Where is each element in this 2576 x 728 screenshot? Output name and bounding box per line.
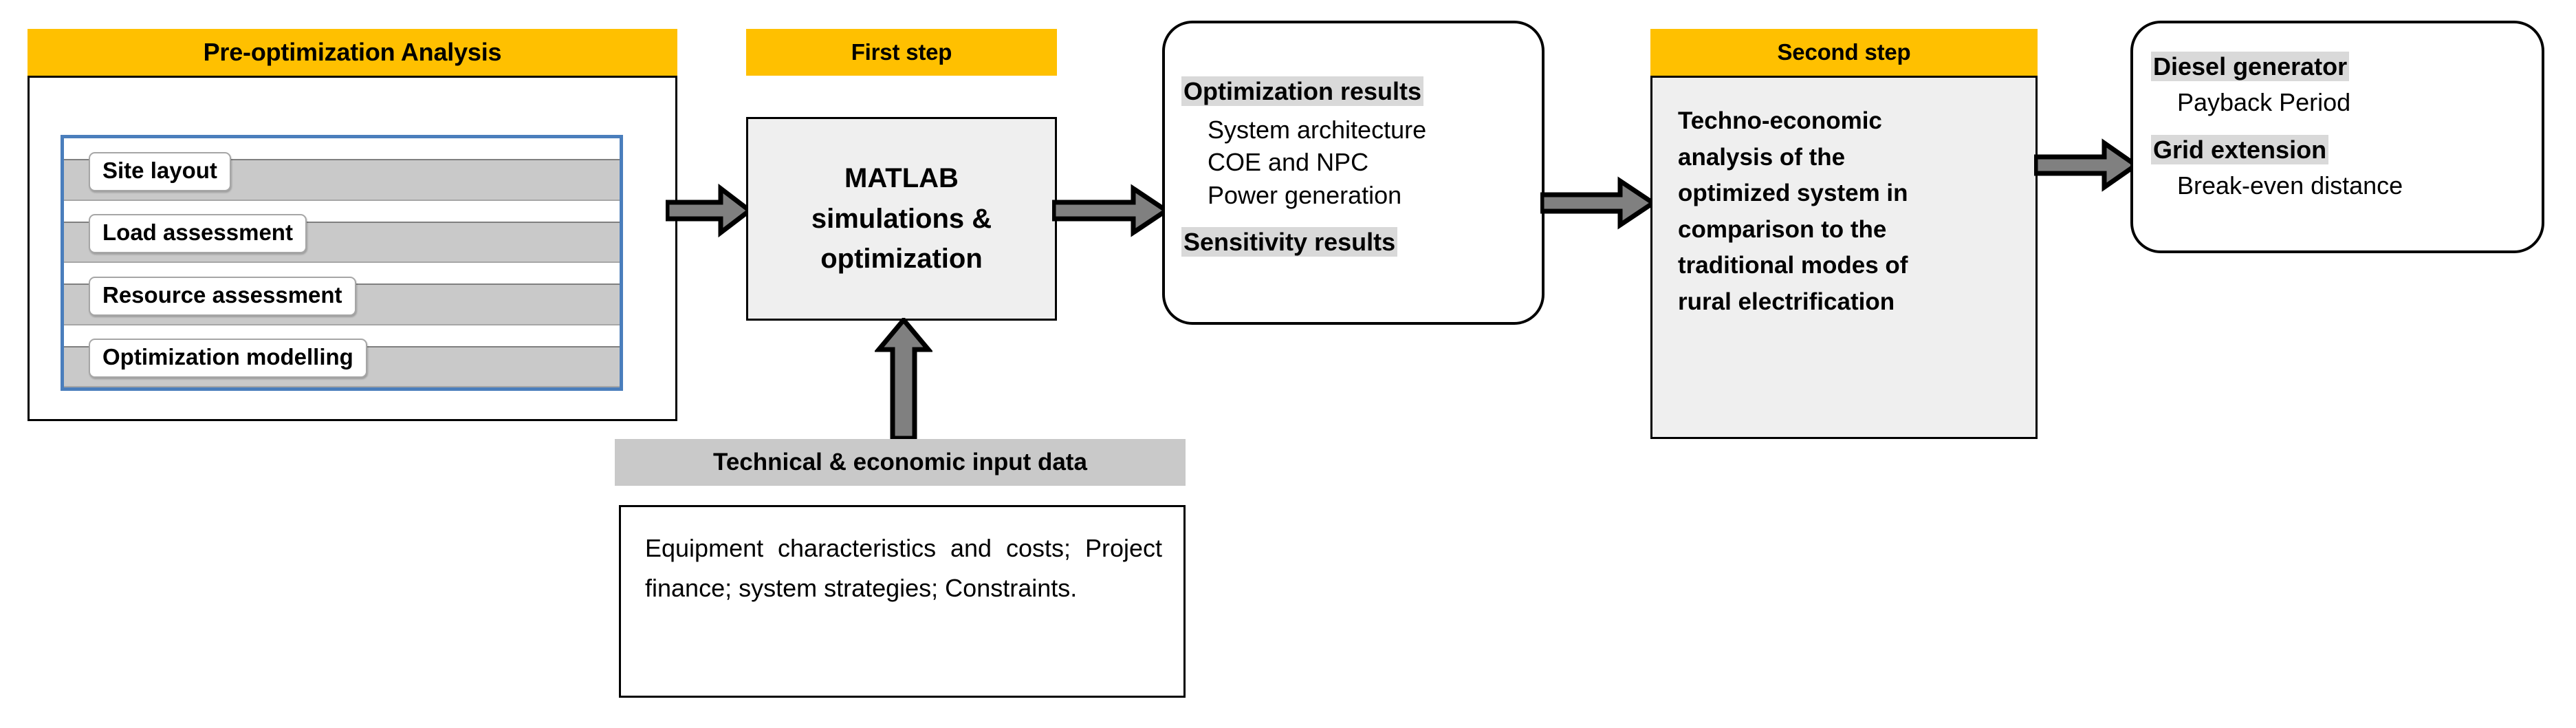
stage3-bullet: System architecture [1208, 115, 1427, 144]
stage3-heading-1-label: Optimization results [1181, 76, 1424, 106]
list-item-label: Load assessment [89, 214, 307, 253]
stage4-body-line-1: Techno-economic [1678, 107, 1882, 134]
arrow-stage3-to-stage4 [1540, 175, 1656, 231]
list-item[interactable]: Resource assessment [64, 263, 620, 325]
stage3-content: Optimization results System architecture… [1181, 76, 1532, 259]
stage5-heading-2: Grid extension [2151, 134, 2536, 167]
stage3-bullet: Power generation [1208, 180, 1402, 209]
stage2-header-band: First step [746, 29, 1057, 76]
stage5-content: Diesel generator Payback Period Grid ext… [2151, 51, 2536, 203]
list-item-label: Site layout [89, 151, 231, 191]
inputdata-header-band: Technical & economic input data [615, 439, 1186, 486]
stage3-bullet-list: System architecture COE and NPC Power ge… [1181, 114, 1532, 212]
stage2-body-line-2: simulations & [811, 203, 992, 234]
arrow-stage2-to-stage3 [1052, 183, 1169, 238]
stage4-body-line-4: comparison to the [1678, 215, 1887, 243]
stage3-heading-2: Sensitivity results [1181, 226, 1532, 259]
stage4-header-label: Second step [1777, 39, 1911, 65]
arrow-stage1-to-stage2 [666, 183, 752, 238]
stage2-body-text: MATLAB simulations & optimization [746, 117, 1057, 321]
arrow-stage4-to-stage5 [2034, 138, 2139, 193]
stage4-body-line-6: rural electrification [1678, 288, 1895, 315]
stage5-sub-2: Break-even distance [2177, 171, 2403, 200]
stage5-heading-1: Diesel generator [2151, 51, 2536, 83]
stage2-header-label: First step [851, 39, 952, 65]
stage4-body-line-2: analysis of the [1678, 143, 1846, 171]
list-item-label: Optimization modelling [89, 339, 367, 378]
stage3-heading-1: Optimization results [1181, 76, 1532, 108]
list-item[interactable]: Load assessment [64, 201, 620, 263]
stage2-body-line-1: MATLAB [844, 162, 959, 193]
stage2-body-line-3: optimization [820, 244, 983, 275]
stage3-box [1162, 21, 1544, 325]
arrow-inputdata-to-stage2 [875, 318, 932, 440]
stage5-heading-2-label: Grid extension [2151, 135, 2329, 165]
stage4-body-box [1650, 76, 2038, 439]
inputdata-body-box [619, 505, 1186, 698]
inputdata-body-text: Equipment characteristics and costs; Pro… [645, 534, 1162, 602]
stage5-heading-1-label: Diesel generator [2151, 52, 2350, 81]
list-item-label: Resource assessment [89, 276, 356, 316]
stage5-sub-1: Payback Period [2177, 87, 2351, 116]
list-item[interactable]: Site layout [64, 138, 620, 201]
stage3-bullet: COE and NPC [1208, 148, 1369, 177]
stage1-item-list: Site layout Load assessment Resource ass… [61, 135, 623, 391]
stage4-body-text: Techno-economic analysis of the optimize… [1678, 103, 2022, 320]
inputdata-header-label: Technical & economic input data [713, 449, 1087, 475]
stage4-body-line-5: traditional modes of [1678, 252, 1908, 279]
stage1-header-label: Pre-optimization Analysis [203, 38, 502, 66]
stage4-body-line-3: optimized system in [1678, 180, 1908, 206]
stage1-header-band: Pre-optimization Analysis [28, 29, 677, 76]
stage3-heading-2-label: Sensitivity results [1181, 227, 1398, 257]
stage4-header-band: Second step [1650, 29, 2038, 76]
list-item[interactable]: Optimization modelling [64, 325, 620, 387]
